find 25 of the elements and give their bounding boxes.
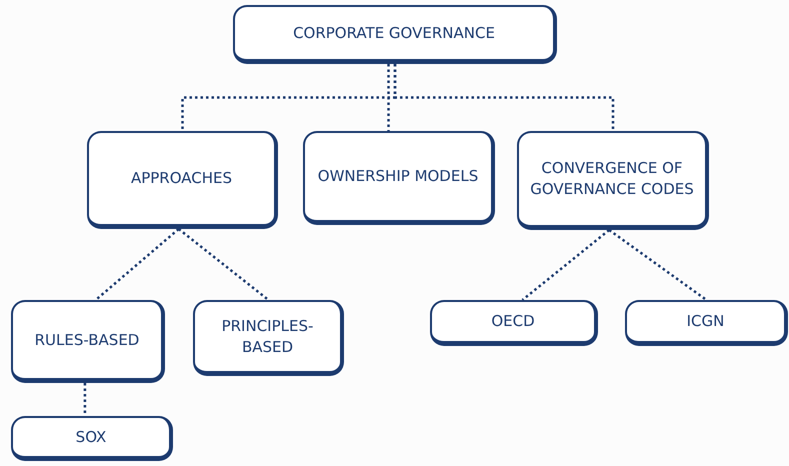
node-label: CORPORATE GOVERNANCE bbox=[293, 22, 495, 44]
connector-line bbox=[387, 64, 390, 131]
node-label: RULES-BASED bbox=[34, 330, 140, 350]
process-box bbox=[517, 131, 709, 230]
node-label: ICGN bbox=[686, 311, 724, 332]
node-label: OECD bbox=[491, 311, 535, 332]
connector-line bbox=[522, 229, 610, 301]
process-box bbox=[11, 416, 173, 461]
connector-line bbox=[94, 228, 180, 301]
connector-line bbox=[178, 228, 270, 301]
node-label: APPROACHES bbox=[130, 168, 232, 189]
node-label: OWNERSHIP MODELS bbox=[318, 166, 478, 187]
process-box bbox=[87, 131, 278, 229]
connector-line bbox=[84, 383, 86, 416]
node-label: CONVERGENCE OF GOVERNANCE CODES bbox=[529, 158, 695, 200]
process-box bbox=[193, 300, 344, 376]
process-box bbox=[11, 300, 165, 383]
node-label: PRINCIPLES-BASED bbox=[220, 316, 314, 358]
process-box bbox=[430, 300, 598, 346]
node-label: SOX bbox=[76, 426, 106, 448]
process-box bbox=[625, 300, 788, 346]
connector-line bbox=[394, 64, 614, 131]
connector-line bbox=[608, 228, 708, 302]
process-box bbox=[233, 5, 557, 64]
process-box bbox=[303, 131, 495, 225]
